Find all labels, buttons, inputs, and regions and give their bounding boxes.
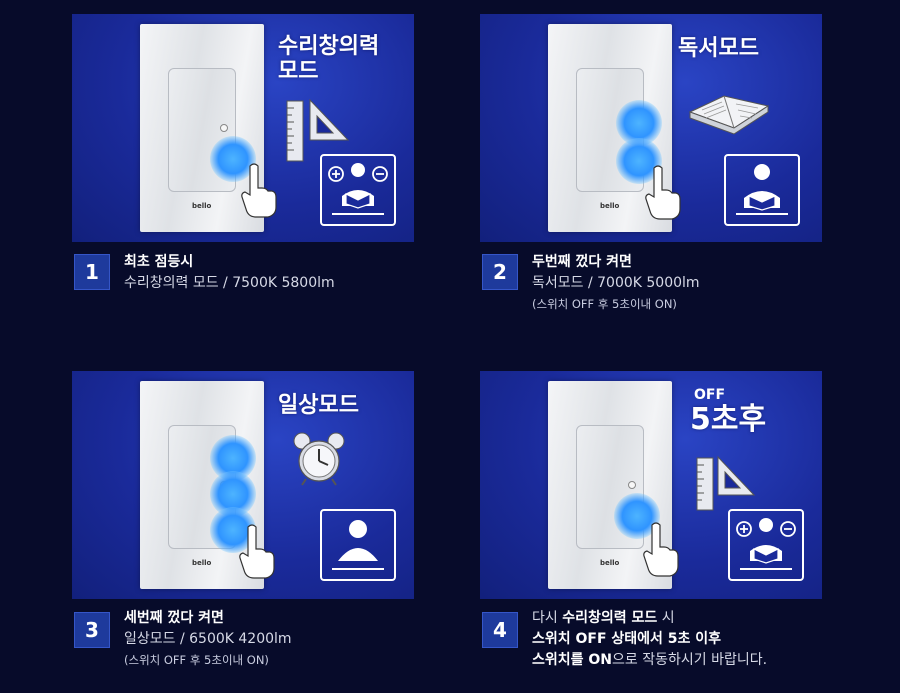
brand-logo: bello — [600, 559, 620, 567]
step-caption-3: 세번째 껐다 켜면 일상모드 / 6500K 4200lm (스위치 OFF 후… — [124, 608, 292, 671]
pointing-hand-icon — [241, 163, 277, 218]
step-heading: 다시 수리창의력 모드 시 — [532, 608, 767, 629]
pointing-hand-icon — [239, 524, 275, 579]
step-detail: 스위치 OFF 상태에서 5초 이후 — [532, 631, 722, 647]
mode-card-2: bello 독서모드 — [480, 14, 822, 242]
touch-ripple — [210, 136, 256, 182]
mode-title: 독서모드 — [678, 36, 759, 61]
wall-switch-panel: bello — [140, 24, 264, 232]
mode-title: 일상모드 — [278, 393, 359, 418]
step-number-badge: 2 — [482, 254, 518, 290]
set-square-icon — [717, 455, 756, 496]
step-number-badge: 1 — [74, 254, 110, 290]
step-caption-2: 두번째 껐다 켜면 독서모드 / 7000K 5000lm (스위치 OFF 후… — [532, 252, 700, 315]
mode-card-4: bello OFF 5초후 — [480, 371, 822, 599]
pointing-hand-icon — [645, 165, 681, 220]
step-detail: 독서모드 / 7000K 5000lm — [532, 275, 700, 291]
person-icon — [320, 509, 396, 581]
step-heading: 세번째 껐다 켜면 — [124, 610, 224, 626]
mode-title-line: 일상모드 — [278, 393, 359, 418]
mode-card-3: bello 일상모드 — [72, 371, 414, 599]
mode-title-line: 독서모드 — [678, 36, 759, 61]
step-heading-emphasis: 수리창의력 모드 — [562, 610, 658, 626]
switch-indicator — [628, 481, 636, 489]
step-note-part: 으로 작동하시기 바랍니다. — [612, 652, 768, 668]
reading-person-icon — [724, 154, 800, 226]
step-number-badge: 3 — [74, 612, 110, 648]
switch-indicator — [220, 124, 228, 132]
mode-title: 수리창의력 모드 — [278, 34, 379, 84]
open-book-icon — [688, 95, 770, 135]
alarm-clock-icon — [293, 432, 345, 486]
step-heading-part: 다시 — [532, 610, 563, 626]
step-heading: 두번째 껐다 켜면 — [532, 254, 632, 270]
step-detail: 일상모드 / 6500K 4200lm — [124, 631, 292, 647]
brand-logo: bello — [192, 559, 212, 567]
step-note: (스위치 OFF 후 5초이내 ON) — [124, 653, 269, 667]
pointing-hand-icon — [643, 522, 679, 577]
step-note: (스위치 OFF 후 5초이내 ON) — [532, 297, 677, 311]
mode-title-line: 수리창의력 — [278, 34, 380, 59]
mode-title: 5초후 — [690, 403, 766, 437]
step-heading-part: 시 — [657, 610, 675, 626]
set-square-icon — [309, 98, 350, 141]
reading-person-plus-minus-icon — [728, 509, 804, 581]
step-number-badge: 4 — [482, 612, 518, 648]
wall-switch-panel: bello — [548, 381, 672, 589]
reading-person-plus-minus-icon — [320, 154, 396, 226]
step-caption-4: 다시 수리창의력 모드 시 스위치 OFF 상태에서 5초 이후 스위치를 ON… — [532, 608, 767, 671]
brand-logo: bello — [600, 202, 620, 210]
step-detail: 수리창의력 모드 / 7500K 5800lm — [124, 275, 335, 291]
step-note-emphasis: 스위치를 ON — [532, 652, 613, 668]
mode-title-line: 5초후 — [690, 402, 767, 437]
brand-logo: bello — [192, 202, 212, 210]
off-label: OFF — [694, 387, 726, 403]
step-caption-1: 최초 점등시 수리창의력 모드 / 7500K 5800lm — [124, 252, 335, 294]
mode-card-1: bello 수리창의력 모드 — [72, 14, 414, 242]
step-heading: 최초 점등시 — [124, 254, 194, 270]
step-note: 스위치를 ON으로 작동하시기 바랍니다. — [532, 650, 767, 671]
ruler-icon — [286, 100, 304, 162]
mode-title-line: 모드 — [278, 59, 319, 84]
ruler-icon — [696, 457, 714, 511]
